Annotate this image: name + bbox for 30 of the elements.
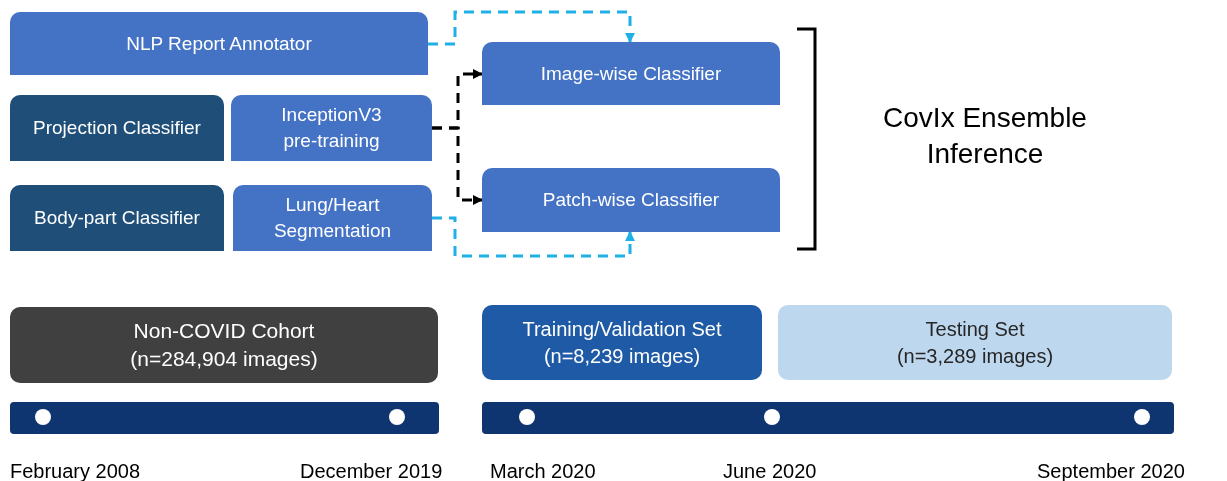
arrow xyxy=(428,10,635,46)
arrow xyxy=(432,126,483,205)
process-box xyxy=(10,95,224,161)
box-label: Patch-wise Classifier xyxy=(541,188,721,213)
process-box xyxy=(10,185,224,251)
date-label: March 2020 xyxy=(490,459,596,481)
box-label: (n=284,904 images) xyxy=(129,346,319,372)
box-label: Image-wise Classifier xyxy=(539,61,723,86)
process-box xyxy=(778,305,1172,380)
box-label: Projection Classifier xyxy=(32,116,202,141)
process-box xyxy=(482,42,780,105)
process-box xyxy=(233,185,432,251)
process-box xyxy=(10,12,428,75)
box-label: Lung/Heart Segmentation xyxy=(272,193,393,243)
process-box xyxy=(482,305,762,380)
box-label: InceptionV3 pre-training xyxy=(280,103,383,153)
box-label: Training/Validation Set xyxy=(521,316,723,342)
box-label: Testing Set xyxy=(924,316,1026,342)
box-label: NLP Report Annotator xyxy=(125,31,313,56)
process-box xyxy=(482,168,780,232)
process-box xyxy=(10,307,438,383)
arrow xyxy=(432,216,635,258)
box-label: Body-part Classifier xyxy=(33,206,201,231)
ensemble-title: CovIx Ensemble Inference xyxy=(882,101,1088,172)
process-box xyxy=(231,95,432,161)
box-label: (n=8,239 images) xyxy=(542,343,702,369)
box-label: (n=3,289 images) xyxy=(895,343,1055,369)
date-label: December 2019 xyxy=(300,459,443,481)
date-label: June 2020 xyxy=(723,459,817,481)
box-label: Non-COVID Cohort xyxy=(132,317,316,344)
